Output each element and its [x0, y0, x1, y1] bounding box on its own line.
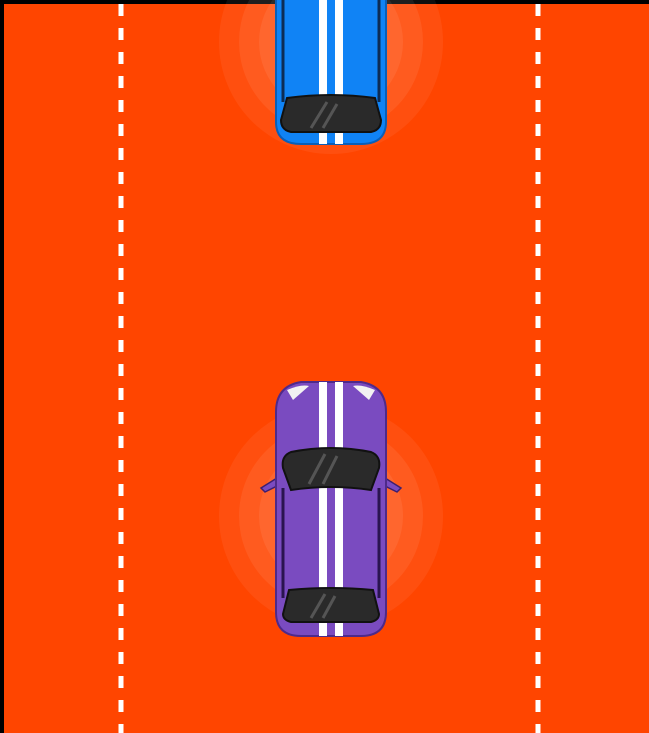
opponent-car-stripe — [319, 0, 327, 144]
player-car[interactable] — [219, 381, 443, 637]
player-car-body — [275, 381, 387, 637]
opponent-car[interactable] — [219, 0, 443, 154]
player-car-stripe — [319, 382, 327, 636]
